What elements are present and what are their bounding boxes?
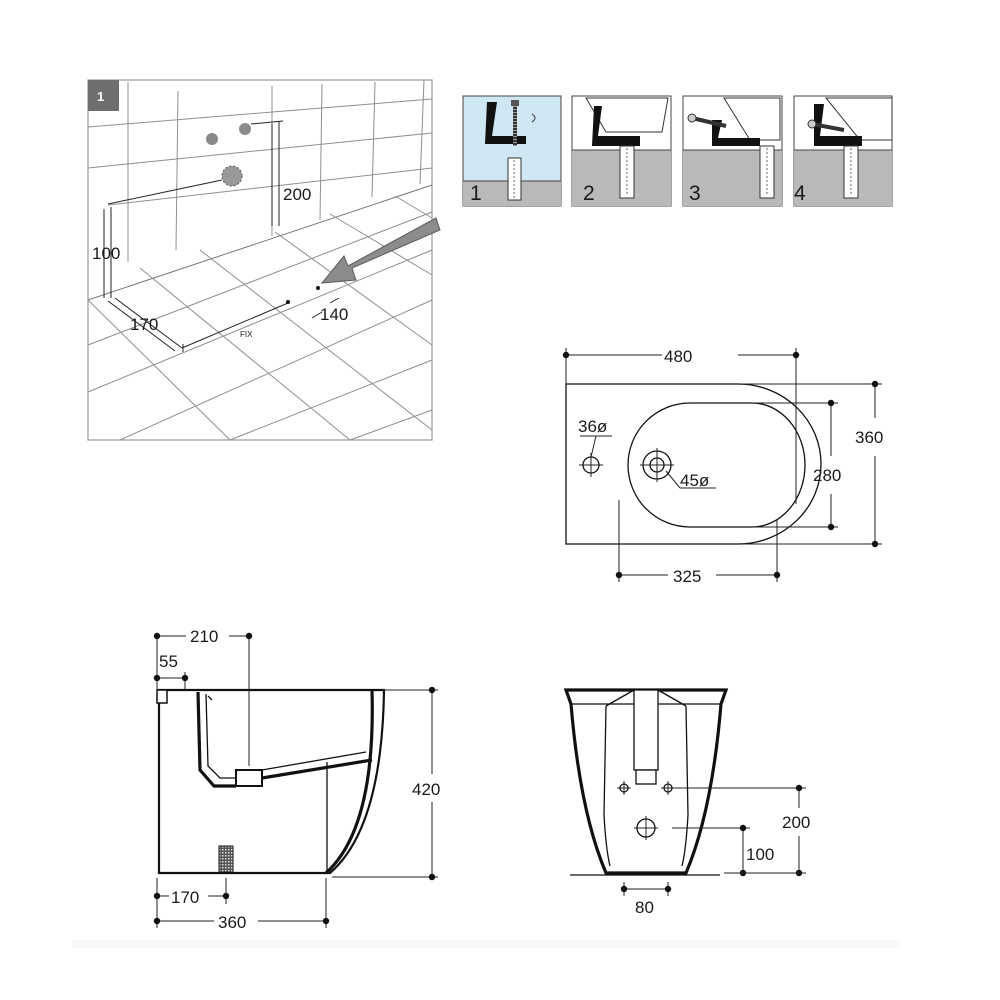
side-view-front-curve bbox=[324, 689, 374, 875]
fix-spacing-dimension: 140 bbox=[320, 305, 348, 324]
floor-tile-grid bbox=[87, 195, 433, 441]
bowl-interior-back bbox=[196, 691, 236, 788]
installation-perspective-view: 1 200 100 170 140 FIX bbox=[87, 79, 441, 441]
drain-outlet bbox=[221, 165, 243, 187]
back-80-dimension: 80 bbox=[635, 898, 654, 917]
mounting-step-3: 3 bbox=[682, 95, 783, 207]
top-view-outline bbox=[565, 383, 822, 545]
side-view: 210 55 420 170 360 bbox=[153, 627, 440, 932]
step-badge-label: 1 bbox=[97, 89, 104, 104]
side-height-dimension: 420 bbox=[412, 780, 440, 799]
back-view: 200 100 80 bbox=[563, 688, 810, 917]
step-4-number: 4 bbox=[794, 182, 806, 205]
wall-hole-right bbox=[239, 123, 251, 135]
mounting-step-1: 1 bbox=[462, 95, 562, 207]
bowl-depth-dimension: 280 bbox=[813, 466, 841, 485]
tap-hole-diameter: 36ø bbox=[578, 417, 607, 436]
top-width-dimension: 480 bbox=[664, 347, 692, 366]
mounting-step-4: 4 bbox=[793, 95, 893, 207]
wall-hole-left bbox=[206, 133, 218, 145]
step-1-number: 1 bbox=[470, 182, 482, 205]
side-view-dimension-lines bbox=[153, 632, 438, 928]
floor-offset-dimension: 170 bbox=[130, 315, 158, 334]
wall-height-dimension: 200 bbox=[283, 185, 311, 204]
bottom-strip bbox=[72, 940, 900, 948]
installation-dimension-lines bbox=[103, 120, 340, 352]
top-view-dimension-lines bbox=[562, 348, 882, 582]
back-view-body bbox=[563, 688, 729, 875]
side-55-dimension: 55 bbox=[159, 652, 178, 671]
direction-arrow bbox=[320, 217, 441, 284]
step-3-number: 3 bbox=[689, 182, 701, 205]
fix-label: FIX bbox=[240, 330, 253, 339]
mounting-steps: 1 2 3 bbox=[462, 95, 893, 207]
back-100-dimension: 100 bbox=[746, 845, 774, 864]
mounting-step-2: 2 bbox=[571, 95, 672, 207]
step-2-number: 2 bbox=[583, 182, 595, 205]
fixing-block bbox=[218, 845, 234, 873]
fix-height-dimension: 100 bbox=[92, 244, 120, 263]
side-210-dimension: 210 bbox=[190, 627, 218, 646]
side-170-dimension: 170 bbox=[171, 888, 199, 907]
back-view-dimension-lines bbox=[620, 784, 806, 896]
step-badge bbox=[88, 80, 119, 111]
drain-hole-diameter: 45ø bbox=[680, 471, 709, 490]
side-view-body bbox=[157, 688, 386, 875]
bowl-interior-floor bbox=[261, 758, 373, 780]
top-view: 480 360 280 325 36ø 45ø bbox=[562, 347, 883, 586]
top-depth-dimension: 360 bbox=[855, 428, 883, 447]
back-200-dimension: 200 bbox=[782, 813, 810, 832]
bowl-width-dimension: 325 bbox=[673, 567, 701, 586]
side-depth-dimension: 360 bbox=[218, 913, 246, 932]
